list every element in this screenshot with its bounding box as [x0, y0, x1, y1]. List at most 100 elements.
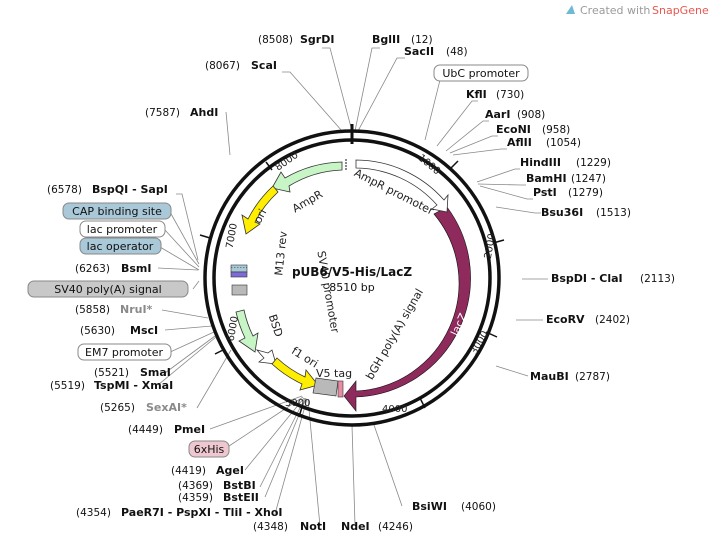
site-econi-name: EcoNI [496, 123, 531, 136]
lacz-arrow [343, 206, 471, 412]
sv40-polya-box: SV40 poly(A) signal [27, 280, 189, 298]
sv40-polya-label: SV40 poly(A) signal [54, 283, 161, 296]
tick-4000: 4000 [382, 404, 407, 415]
lacz-label: lacZ [448, 311, 470, 338]
site-bsiwi: BsiWI (4060) [412, 500, 496, 513]
site-tspmi-xmai-name: TspMI - XmaI [94, 379, 173, 392]
site-bsteii: (4359) BstEII [178, 491, 259, 504]
site-aflii-pos: (1054) [546, 137, 581, 149]
site-bspdi-clai-pos: (2113) [640, 273, 675, 285]
site-maubi-pos: (2787) [575, 371, 610, 383]
em7-promoter-arrow [255, 349, 277, 365]
ticks-marks [199, 160, 505, 418]
site-ahdi-name: AhdI [190, 106, 218, 119]
site-bsteii-pos: (4359) [178, 492, 213, 504]
site-ecorv-name: EcoRV [546, 313, 585, 326]
site-bspqi-sapi: (6578) BspQI - SapI [47, 183, 168, 196]
site-aari: AarI (908) [485, 108, 545, 121]
site-smai: (5521) SmaI [94, 366, 171, 379]
tick-1000: 1000 [416, 153, 443, 178]
site-ahdi-pos: (7587) [145, 107, 180, 119]
site-hindiii-name: HindIII [520, 156, 561, 169]
ubc-promoter-label: UbC promoter [442, 67, 520, 80]
site-psti-pos: (1279) [568, 187, 603, 199]
site-sexai-pos: (5265) [100, 402, 135, 414]
site-msci: (5630) MscI [80, 324, 158, 337]
watermark-brand: SnapGene® [652, 4, 709, 17]
site-sacii-pos: (48) [446, 46, 468, 58]
site-bsmi: (6263) BsmI [75, 262, 152, 275]
sv40-promoter-blocks [230, 264, 248, 296]
lac-operator-label: lac operator [87, 240, 154, 253]
site-noti-pos: (4348) [253, 521, 288, 533]
site-tspmi-xmai-pos: (5519) [50, 380, 85, 392]
tick-7000: 7000 [225, 222, 240, 249]
snapgene-logo-icon [566, 5, 575, 14]
site-psti-name: PstI [533, 186, 557, 199]
site-bspdi-clai: BspDI - ClaI (2113) [551, 272, 675, 285]
site-ecorv-pos: (2402) [595, 314, 630, 326]
site-noti: (4348) NotI [253, 520, 326, 533]
em7-promoter-label: EM7 promoter [85, 346, 163, 359]
site-bspdi-clai-name: BspDI - ClaI [551, 272, 623, 285]
site-aflii: AflII (1054) [507, 136, 581, 149]
site-paer7i-xhoi: (4354) PaeR7I - PspXI - TliI - XhoI [76, 506, 283, 519]
ori-arrow [241, 185, 279, 235]
site-sexai: (5265) SexAI* [100, 401, 187, 414]
site-bspqi-sapi-pos: (6578) [47, 184, 82, 196]
site-bsteii-name: BstEII [223, 491, 259, 504]
site-bamhi-name: BamHI [526, 172, 567, 185]
site-msci-pos: (5630) [80, 325, 115, 337]
bsd-arrow [235, 309, 259, 353]
tick-6000: 6000 [226, 315, 241, 342]
site-agei: (4419) AgeI [171, 464, 244, 477]
site-ndei: NdeI (4246) [341, 520, 413, 533]
lac-operator-box: lac operator [79, 237, 162, 255]
ubc-promoter-box: UbC promoter [433, 64, 529, 82]
site-bglii-pos: (12) [411, 34, 433, 46]
site-smai-name: SmaI [140, 366, 171, 379]
six-his-box: 6xHis [188, 440, 230, 458]
snapgene-watermark: Created with SnapGene® [566, 4, 709, 17]
site-bsu36i-name: Bsu36I [541, 206, 583, 219]
site-bstbi-name: BstBI [223, 479, 256, 492]
site-ecorv: EcoRV (2402) [546, 313, 630, 326]
site-kfli: KflI (730) [466, 88, 524, 101]
ori-label: ori [251, 207, 269, 226]
site-bsiwi-name: BsiWI [412, 500, 447, 513]
cap-binding-site-box: CAP binding site [62, 202, 172, 220]
site-paer7i-xhoi-name: PaeR7I - PspXI - TliI - XhoI [121, 506, 283, 519]
site-bsiwi-pos: (4060) [461, 501, 496, 513]
em7-promoter-box: EM7 promoter [77, 343, 172, 361]
site-hindiii-pos: (1229) [576, 157, 611, 169]
site-bsu36i: Bsu36I (1513) [541, 206, 631, 219]
site-sgrdi-name: SgrDI [300, 33, 334, 46]
m13-rev-label: M13 rev [272, 230, 290, 276]
bgh-polya-label: bGH poly(A) signal [363, 287, 426, 382]
site-scai-pos: (8067) [205, 60, 240, 72]
ampr-end-dots [345, 159, 347, 170]
site-pmei-name: PmeI [174, 423, 205, 436]
site-psti: PstI (1279) [533, 186, 603, 199]
site-bsmi-pos: (6263) [75, 263, 110, 275]
v5-tag-block [337, 380, 344, 398]
tick-8000: 8000 [273, 150, 300, 174]
site-kfli-pos: (730) [496, 89, 524, 101]
ampr-label: AmpR [290, 187, 325, 215]
site-bglii-name: BglII [372, 33, 400, 46]
site-tspmi-xmai: (5519) TspMI - XmaI [50, 379, 173, 392]
tick-5000: 5000 [285, 398, 310, 409]
lac-promoter-box: lac promoter [79, 220, 166, 238]
site-bspqi-sapi-name: BspQI - SapI [92, 183, 168, 196]
ampr-promoter-arrow [355, 159, 449, 213]
site-maubi: MauBI (2787) [530, 370, 610, 383]
site-nrui-name: NruI* [120, 303, 153, 316]
site-agei-name: AgeI [216, 464, 244, 477]
site-bstbi: (4369) BstBI [178, 479, 256, 492]
site-smai-pos: (5521) [94, 367, 129, 379]
site-sgrdi-pos: (8508) [258, 34, 293, 46]
site-aari-name: AarI [485, 108, 510, 121]
site-ahdi: (7587) AhdI [145, 106, 218, 119]
site-bglii: BglII (12) [372, 33, 433, 46]
